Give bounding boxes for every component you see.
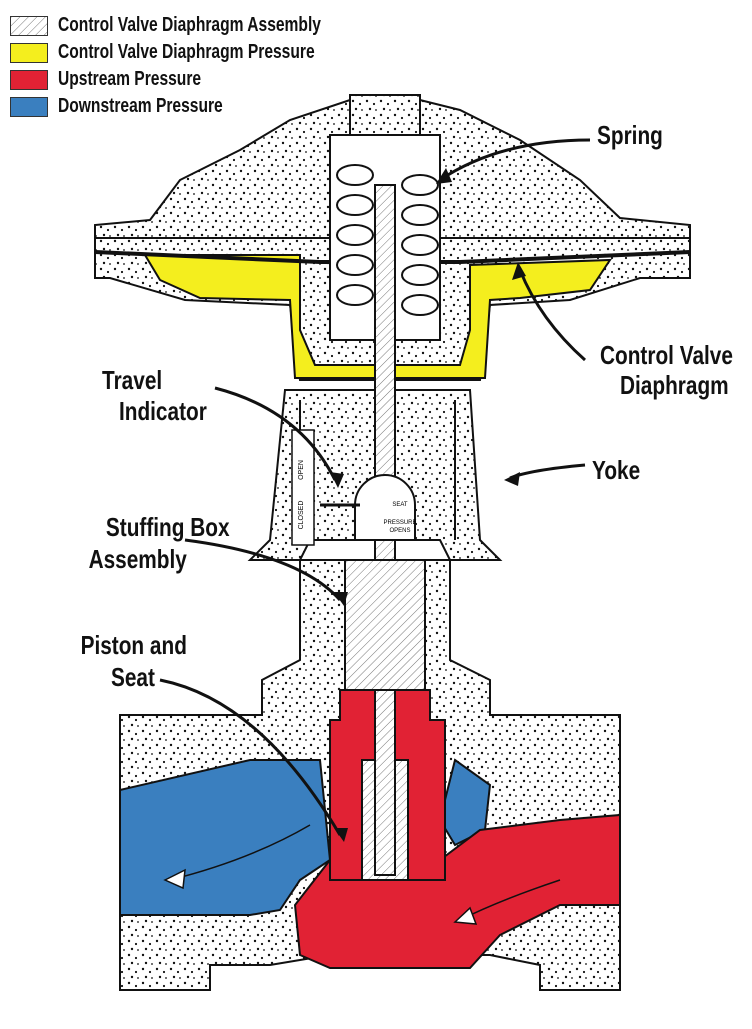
top-cap — [349, 94, 421, 136]
upstream-arrowhead — [453, 906, 478, 925]
indicator-pressure-text: PRESSURE — [383, 520, 416, 526]
indicator-hub — [354, 474, 416, 541]
indicator-seat-text: SEAT — [392, 502, 408, 508]
callout-piston-line2: Seat — [111, 662, 155, 692]
callout-piston-line1: Piston and — [80, 630, 187, 660]
downstream-arrowhead — [163, 868, 186, 890]
indicator-open-text: OPEN — [298, 460, 305, 480]
legend-swatch-assembly — [10, 16, 48, 36]
callout-arrowheads — [330, 168, 526, 842]
legend-item-downstream: Downstream Pressure — [10, 93, 350, 120]
stuffing-box — [344, 559, 426, 691]
legend-swatch-diaphragm-pressure — [10, 43, 48, 63]
spring — [336, 164, 439, 316]
diaphragm-pressure-chamber — [143, 254, 612, 379]
legend-item-upstream: Upstream Pressure — [10, 66, 350, 93]
callout-spring: Spring — [597, 120, 663, 150]
legend-item-diaphragm-pressure: Control Valve Diaphragm Pressure — [10, 39, 350, 66]
callout-travel-line2: Indicator — [119, 396, 207, 426]
indicator-opens-text: OPENS — [389, 528, 410, 534]
legend-label-downstream: Downstream Pressure — [58, 95, 223, 117]
indicator-closed-text: CLOSED — [298, 501, 305, 530]
callout-travel-line1: Travel — [101, 365, 162, 395]
travel-scale — [291, 429, 315, 546]
callout-leaders — [159, 138, 591, 836]
upstream-passage — [293, 813, 621, 969]
callout-stuffing-line1: Stuffing Box — [106, 512, 230, 542]
callout-diaphragm-line1: Control Valve — [600, 340, 733, 370]
legend-label-diaphragm-pressure: Control Valve Diaphragm Pressure — [58, 41, 315, 63]
legend-swatch-upstream — [10, 70, 48, 90]
legend-item-assembly: Control Valve Diaphragm Assembly — [10, 12, 350, 39]
downstream-flow-arrow — [169, 824, 311, 881]
legend-label-upstream: Upstream Pressure — [58, 68, 202, 90]
callout-diaphragm-line2: Diaphragm — [620, 370, 729, 400]
legend-swatch-downstream — [10, 97, 48, 117]
callout-yoke: Yoke — [592, 455, 641, 485]
legend: Control Valve Diaphragm Assembly Control… — [10, 12, 350, 120]
callout-stuffing-line2: Assembly — [88, 544, 187, 574]
legend-label-assembly: Control Valve Diaphragm Assembly — [58, 14, 321, 36]
